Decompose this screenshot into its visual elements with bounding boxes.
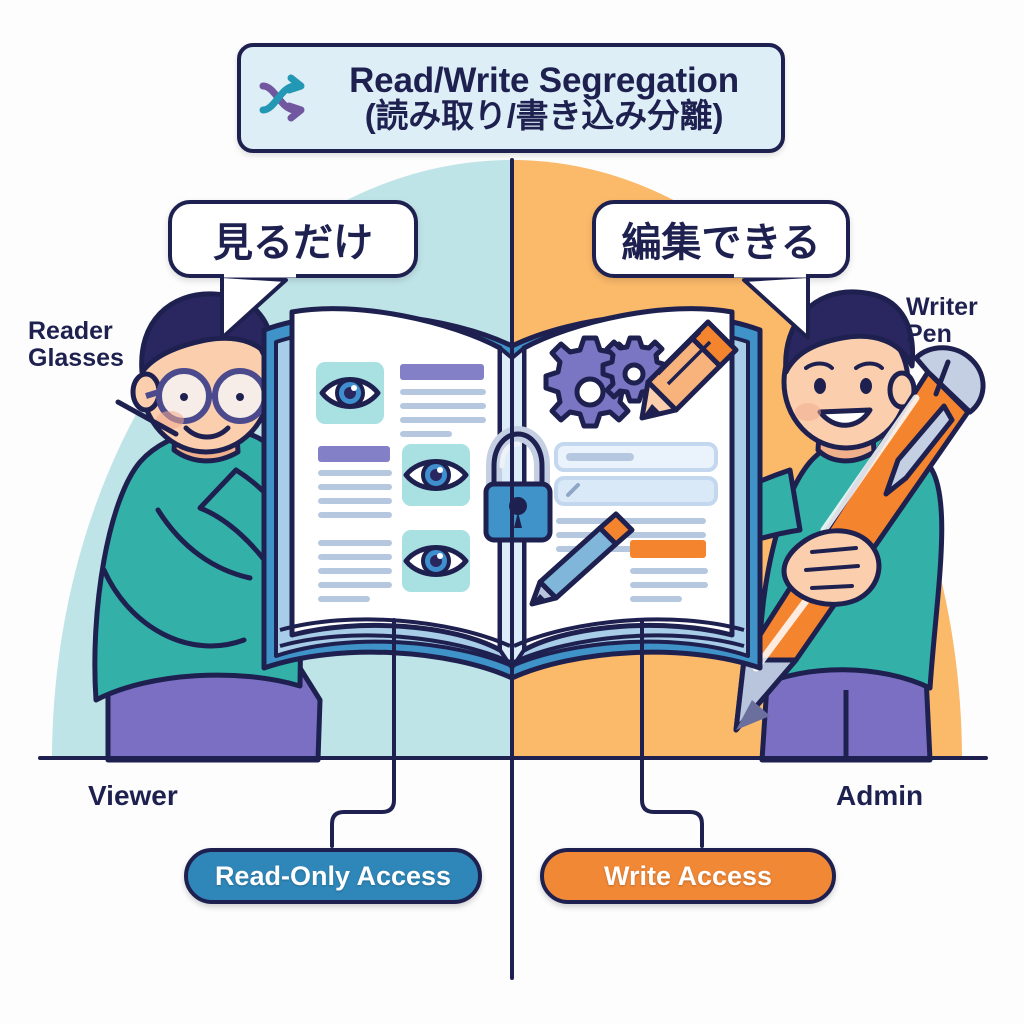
text-field: [554, 476, 718, 506]
speech-bubble-writer-tail: [734, 272, 810, 340]
speech-bubble-writer-text: 編集できる: [621, 221, 821, 265]
text-field: [554, 442, 718, 472]
write-access-label: Write Access: [603, 860, 773, 891]
eye-icon: [403, 545, 469, 577]
writer-person: [664, 289, 986, 763]
reader-glasses-icon: [145, 368, 268, 424]
speech-bubble-reader: 見るだけ: [168, 200, 418, 278]
role-label-viewer: Viewer: [88, 780, 178, 811]
annotation-reader-glasses-line2: Glasses: [28, 343, 124, 372]
read-only-access-label: Read-Only Access: [214, 860, 452, 891]
right-page-content: [529, 319, 739, 607]
writer-hand: [781, 528, 882, 607]
annotation-reader-glasses: Reader Glasses: [28, 318, 178, 371]
annotation-writer-pen-line2: Pen: [906, 319, 952, 348]
speech-bubble-reader-text: 見るだけ: [213, 221, 373, 265]
connector-lines: [38, 158, 988, 980]
shuffle-icon: [259, 74, 305, 122]
annotation-reader-glasses-line1: Reader: [28, 317, 113, 345]
read-only-access-pill[interactable]: Read-Only Access: [184, 848, 482, 904]
eye-icon: [319, 377, 381, 409]
left-page-content: [316, 362, 486, 602]
title-english: Read/Write Segregation: [349, 60, 739, 100]
title-text: Read/Write Segregation (読み取り/書き込み分離): [321, 62, 767, 134]
pencil-icon: [529, 511, 635, 607]
eye-icon: [403, 459, 469, 491]
title-banner: Read/Write Segregation (読み取り/書き込み分離): [237, 43, 785, 153]
reader-person: [92, 291, 345, 763]
role-label-admin: Admin: [836, 780, 924, 811]
write-access-pill[interactable]: Write Access: [540, 848, 836, 904]
title-japanese: (読み取り/書き込み分離): [364, 97, 724, 135]
speech-bubble-reader-tail: [220, 272, 296, 340]
pencil-icon: [639, 319, 739, 421]
annotation-writer-pen: Writer Pen: [906, 294, 1016, 347]
annotation-writer-pen-line1: Writer: [906, 293, 978, 321]
padlock-icon: [483, 425, 553, 543]
speech-bubble-writer: 編集できる: [592, 200, 850, 278]
highlight-bar: [630, 540, 706, 558]
